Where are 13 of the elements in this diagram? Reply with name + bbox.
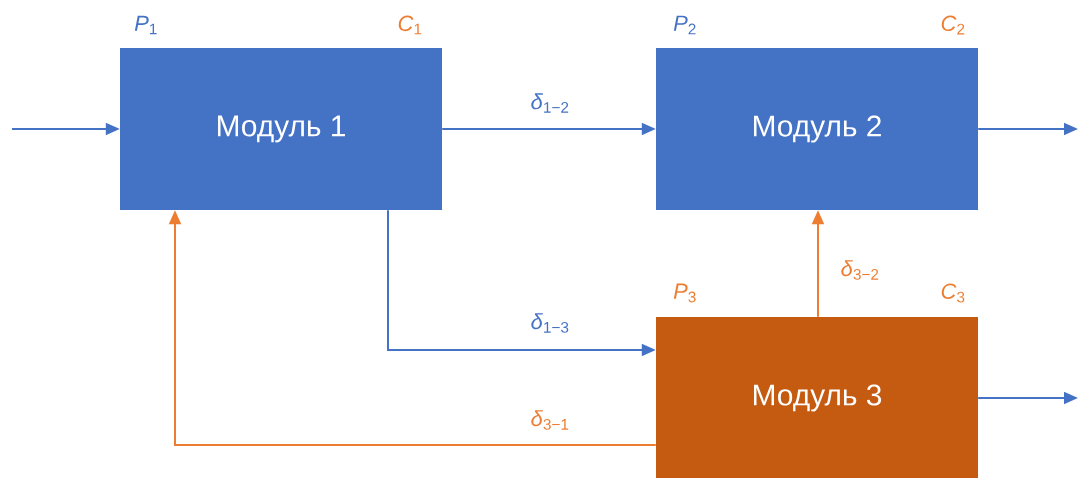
module-box: Модуль 3 (656, 317, 978, 478)
port-label: P$_{1}$ (134, 15, 157, 35)
edge-label: δ$_{1−3}$ (529, 312, 571, 334)
module-box: Модуль 1 (120, 48, 442, 210)
edge-label: δ$_{3−2}$ (839, 259, 881, 281)
port-label: P$_{2}$ (673, 15, 696, 35)
port-label: C$_{2}$ (941, 15, 965, 35)
port-label: C$_{1}$ (398, 15, 422, 35)
module-box: Модуль 2 (656, 48, 978, 210)
edge-label: δ$_{1−2}$ (529, 92, 571, 114)
port-label: P$_{3}$ (673, 283, 696, 303)
port-label: C$_{3}$ (941, 283, 965, 303)
edge-label: δ$_{3−1}$ (529, 409, 571, 431)
